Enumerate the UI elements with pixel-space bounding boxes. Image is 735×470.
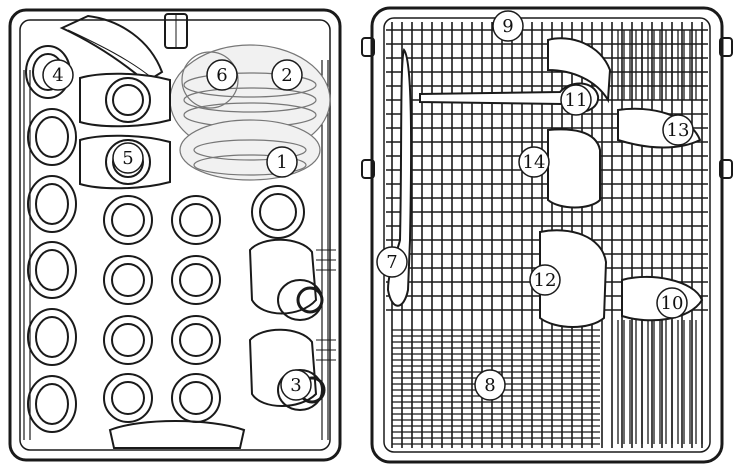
callout-circle <box>42 59 74 91</box>
knives-14 <box>547 128 601 209</box>
callout-circle <box>376 246 408 278</box>
callout-13: 13 <box>662 114 694 146</box>
plates <box>169 44 331 181</box>
callout-circle <box>560 84 592 116</box>
callout-3: 3 <box>280 369 312 401</box>
callout-circle <box>662 114 694 146</box>
callout-label: 12 <box>534 270 557 291</box>
callout-label: 6 <box>216 65 227 86</box>
callout-label: 7 <box>386 252 397 273</box>
callout-4: 4 <box>42 59 74 91</box>
callout-2: 2 <box>271 59 303 91</box>
forks-top <box>547 37 612 104</box>
callout-label: 8 <box>484 375 495 396</box>
callout-label: 14 <box>523 152 546 173</box>
callout-circle <box>206 59 238 91</box>
tray-frame <box>370 6 724 464</box>
callout-7: 7 <box>376 246 408 278</box>
callout-label: 2 <box>281 65 292 86</box>
callout-label: 5 <box>122 148 133 169</box>
callout-circle <box>474 369 506 401</box>
callout-14: 14 <box>518 146 550 178</box>
bowl <box>59 14 164 84</box>
bottom-dish <box>108 420 246 449</box>
long-knife-7 <box>386 48 413 307</box>
callout-1: 1 <box>266 146 298 178</box>
callout-label: 1 <box>276 152 287 173</box>
callout-circle <box>280 369 312 401</box>
callout-circle <box>529 264 561 296</box>
callout-circle <box>518 146 550 178</box>
callout-label: 11 <box>565 90 588 111</box>
tray-inner-frame <box>383 17 711 453</box>
callout-circle <box>656 287 688 319</box>
callout-circle <box>492 10 524 42</box>
callout-label: 10 <box>661 293 684 314</box>
callout-8: 8 <box>474 369 506 401</box>
mugs-left-column <box>25 45 77 433</box>
callout-label: 9 <box>502 16 513 37</box>
callout-label: 13 <box>667 120 690 141</box>
callout-label: 3 <box>290 375 301 396</box>
left-rack-frame <box>8 8 342 462</box>
callout-circle <box>112 142 144 174</box>
callout-circle <box>266 146 298 178</box>
callout-circle <box>271 59 303 91</box>
forks-12 <box>539 229 608 328</box>
callout-label: 4 <box>52 65 63 86</box>
right-cutlery-tray <box>361 6 733 464</box>
tray-clips <box>361 37 733 179</box>
callout-11: 11 <box>560 84 592 116</box>
callout-10: 10 <box>656 287 688 319</box>
callout-12: 12 <box>529 264 561 296</box>
callout-6: 6 <box>206 59 238 91</box>
left-rack-inner-frame <box>19 19 331 451</box>
callout-5: 5 <box>112 142 144 174</box>
callout-9: 9 <box>492 10 524 42</box>
